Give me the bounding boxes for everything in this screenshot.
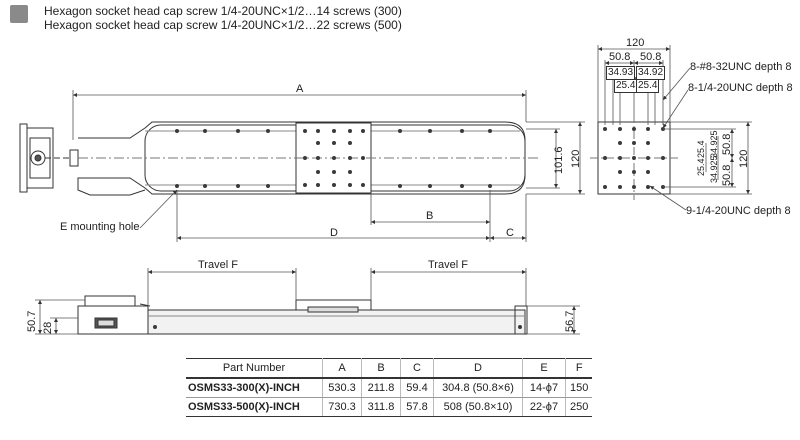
side-50-8-b-label: 50.8	[721, 164, 733, 186]
dim-bcd	[139, 189, 527, 242]
dim-120-top-label: 120	[570, 149, 582, 168]
end-view-dims	[597, 45, 752, 211]
travel-right-label: Travel F	[428, 259, 468, 271]
cell-e: 14-ϕ7	[522, 377, 566, 398]
w34-92-label: 34.92	[636, 66, 666, 80]
side-view-dims	[35, 268, 580, 335]
dim-height	[526, 121, 585, 195]
side-34-925-label: 34.925	[709, 130, 719, 158]
dim-b-label: B	[426, 210, 434, 222]
w50-8-right-label: 50.8	[640, 51, 662, 63]
side-view	[77, 295, 528, 335]
w34-93-label: 34.93	[606, 66, 636, 80]
screw-icon	[10, 5, 28, 23]
screw-note-500: Hexagon socket head cap screw 1/4-20UNC×…	[44, 18, 402, 32]
side-50-8-a-label: 50.8	[721, 133, 733, 155]
cell-d: 508 (50.8×10)	[433, 397, 523, 417]
side-base	[147, 309, 526, 335]
screw-8-14-label: 8-1/4-20UNC depth 8	[688, 82, 793, 94]
cell-c: 57.8	[400, 397, 434, 417]
end-cap-block	[26, 127, 54, 189]
screw-832-label: 8-#8-32UNC depth 8	[690, 61, 792, 73]
header-d: D	[433, 358, 523, 379]
side-view-holes	[153, 325, 522, 329]
side-34-925-b-label: 34.925	[709, 155, 719, 183]
cell-b: 211.8	[361, 377, 401, 398]
w50-8-left-label: 50.8	[609, 51, 631, 63]
travel-left-label: Travel F	[198, 259, 238, 271]
header-c: C	[400, 358, 434, 379]
carriage-holes	[303, 129, 365, 187]
e-mounting-hole-label: E mounting hole	[60, 221, 140, 233]
header-part-number: Part Number	[186, 358, 323, 379]
header-b: B	[361, 358, 401, 379]
width-120-label: 120	[626, 37, 645, 49]
cell-a: 730.3	[322, 397, 362, 417]
dim-101-label: 101.6	[553, 146, 565, 174]
screw-9-14-label: 9-1/4-20UNC depth 8	[686, 205, 791, 217]
w25-4-right-label: 25.4	[636, 79, 660, 93]
dim-c-label: C	[506, 227, 514, 239]
coupling	[69, 149, 79, 167]
cell-e: 22-ϕ7	[522, 397, 566, 417]
dim-a	[72, 90, 527, 140]
w25-4-left-label: 25.4	[614, 79, 638, 93]
end-view-holes	[603, 127, 665, 189]
screw-note-300: Hexagon socket head cap screw 1/4-20UNC×…	[44, 4, 402, 18]
table-row: OSMS33-500(X)-INCH 730.3 311.8 57.8 508 …	[186, 397, 593, 417]
header-a: A	[322, 358, 362, 379]
cell-part-number: OSMS33-500(X)-INCH	[186, 397, 323, 417]
dim-a-label: A	[296, 83, 304, 95]
h50-7-label: 50.7	[26, 310, 38, 332]
table-row: OSMS33-300(X)-INCH 530.3 211.8 59.4 304.…	[186, 377, 593, 398]
header-e: E	[522, 358, 566, 379]
cell-f: 250	[565, 397, 593, 417]
side-motor-mount	[84, 295, 136, 307]
dim-d-label: D	[330, 227, 338, 239]
cell-f: 150	[565, 377, 593, 398]
cell-part-number: OSMS33-300(X)-INCH	[186, 377, 323, 398]
h56-7-label: 56.7	[564, 310, 576, 332]
side-end-plate	[514, 305, 528, 335]
spec-table: Part Number A B C D E F OSMS33-300(X)-IN…	[186, 358, 593, 417]
cell-b: 311.8	[361, 397, 401, 417]
rail-holes	[175, 129, 492, 188]
side-120-label: 120	[738, 149, 750, 168]
side-25-4-b-label: 25.4	[696, 158, 706, 176]
end-cap-plate	[19, 123, 28, 193]
cell-a: 530.3	[322, 377, 362, 398]
h28-label: 28	[42, 321, 54, 334]
cell-d: 304.8 (50.8×6)	[433, 377, 523, 398]
table-header-row: Part Number A B C D E F	[186, 358, 593, 379]
cell-c: 59.4	[400, 377, 434, 398]
header-f: F	[565, 358, 593, 379]
side-25-4-a-label: 25.4	[696, 140, 706, 158]
